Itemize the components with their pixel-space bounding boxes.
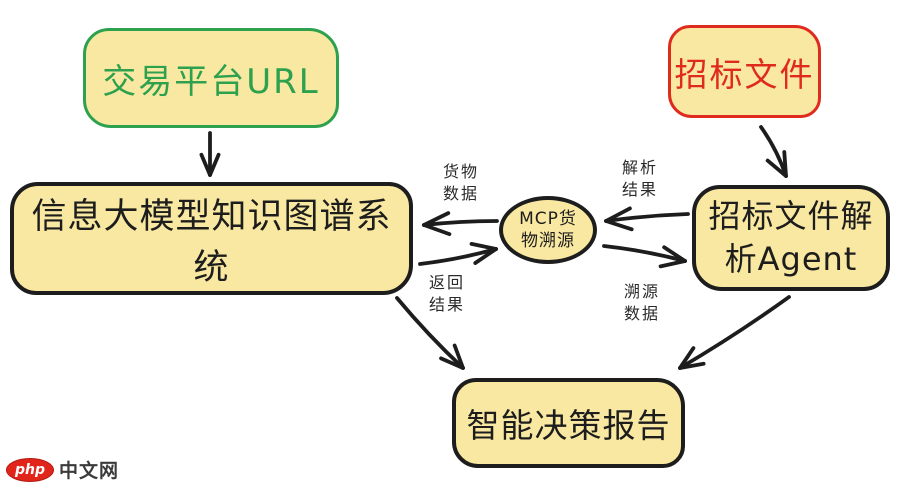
site-name: 中文网 [59, 460, 120, 482]
node-knowledge-graph-system[interactable]: 信息大模型知识图谱系统 [10, 182, 413, 295]
node-decision-report[interactable]: 智能决策报告 [452, 378, 685, 468]
site-watermark: php 中文网 [6, 456, 119, 483]
node-mcp-cargo-trace-label: MCP货 物溯源 [519, 208, 577, 251]
arrow-parse-agent-to-report [678, 295, 791, 370]
php-logo-icon: php [6, 457, 54, 482]
edge-label-trace-data: 溯源 数据 [623, 282, 660, 323]
node-bid-document[interactable]: 招标文件 [668, 25, 821, 118]
arrow-mcp-to-parse-agent [602, 244, 687, 269]
node-bid-parse-agent[interactable]: 招标文件解 析Agent [692, 185, 890, 291]
edge-label-cargo-data: 货物 数据 [442, 162, 479, 203]
edge-label-parse-result: 解析 结果 [621, 158, 658, 199]
arrow-knowledge-graph-to-report [395, 296, 465, 370]
node-mcp-cargo-trace[interactable]: MCP货 物溯源 [499, 196, 597, 264]
node-trading-platform-url-label: 交易平台URL [102, 61, 320, 102]
node-knowledge-graph-system-label: 信息大模型知识图谱系统 [31, 196, 392, 288]
edge-label-return-result: 返回 结果 [428, 273, 465, 314]
node-decision-report-label: 智能决策报告 [466, 406, 671, 445]
arrow-trading-url-to-knowledge-graph [199, 131, 221, 177]
node-trading-platform-url[interactable]: 交易平台URL [83, 28, 339, 128]
node-bid-document-label: 招标文件 [674, 54, 815, 94]
arrow-bid-doc-to-parse-agent [759, 125, 788, 178]
arrow-mcp-to-knowledge-graph [422, 211, 499, 237]
arrow-parse-agent-to-mcp [604, 206, 690, 232]
node-bid-parse-agent-label: 招标文件解 析Agent [708, 196, 874, 278]
arrow-knowledge-graph-to-mcp [418, 242, 498, 266]
